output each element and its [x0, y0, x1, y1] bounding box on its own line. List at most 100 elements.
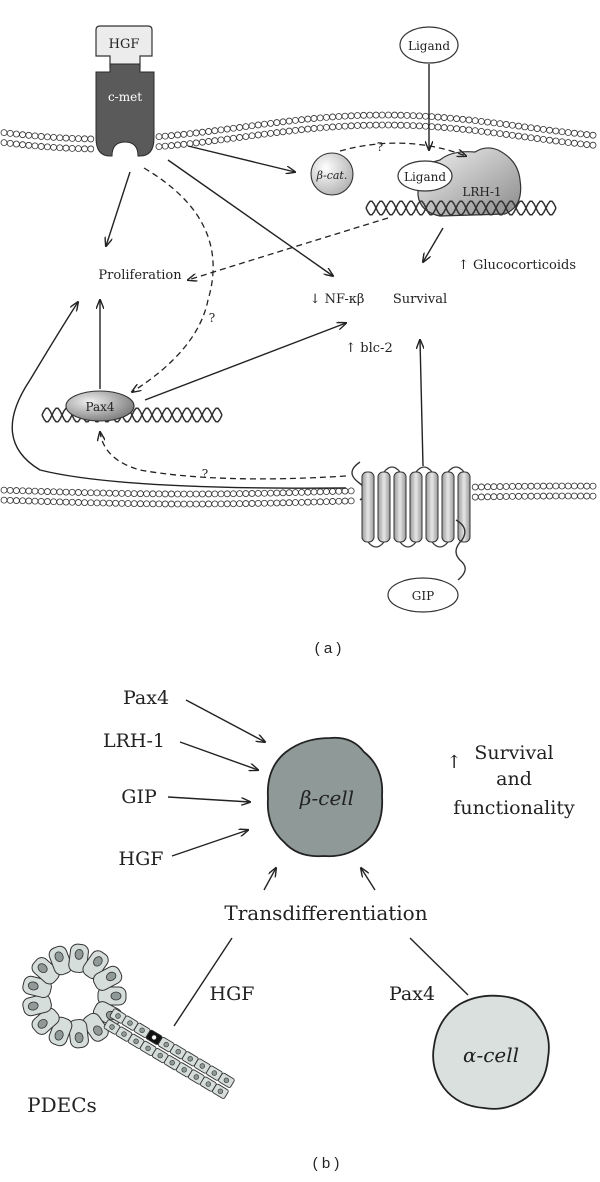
lipid-bead — [521, 482, 529, 490]
ductal-cell — [97, 986, 127, 1006]
arrow-gip-proliferation — [11, 302, 347, 489]
duct-cell — [212, 1083, 229, 1099]
lipid-bead — [236, 500, 244, 508]
arrow-bcat-lrh1-dashed — [339, 142, 466, 156]
lipid-bead — [540, 492, 547, 500]
lipid-bead — [106, 499, 113, 507]
bcat-label: β-cat. — [316, 169, 348, 182]
lipid-bead — [56, 144, 64, 152]
lipid-bead — [25, 131, 33, 139]
cell-nucleus — [217, 1088, 224, 1095]
lipid-bead — [211, 127, 219, 135]
lipid-bead — [192, 129, 200, 137]
lipid-bead — [298, 498, 306, 506]
lipid-bead — [415, 122, 423, 130]
duct-cell — [200, 1076, 217, 1092]
lipid-bead — [186, 140, 194, 148]
lipid-bead — [391, 121, 399, 129]
ligand-free: Ligand — [399, 26, 459, 64]
lipid-bead — [335, 113, 343, 120]
helix-loop — [399, 541, 417, 548]
duct-cell — [115, 1026, 133, 1042]
gip-label: GIP — [412, 589, 434, 603]
lipid-bead — [298, 488, 306, 496]
lipid-bead — [552, 127, 560, 135]
lipid-bead — [459, 115, 467, 123]
lipid-bead — [155, 143, 163, 151]
lipid-bead — [31, 487, 39, 495]
lipid-bead — [360, 111, 368, 119]
cell-nucleus — [121, 1031, 127, 1037]
cell-nucleus — [54, 1029, 64, 1041]
lipid-bead — [502, 121, 510, 128]
lipid-bead — [571, 482, 578, 490]
blc2-label: ↑ blc-2 — [345, 341, 392, 356]
lipid-bead — [186, 130, 194, 138]
lipid-bead — [174, 500, 182, 508]
question-mark: ? — [209, 311, 215, 325]
arrow-gip-beta — [167, 796, 250, 802]
lipid-bead — [558, 138, 566, 146]
cell-nucleus — [27, 1001, 39, 1011]
cell-nucleus — [193, 1074, 200, 1080]
lipid-bead — [6, 139, 14, 147]
pax4-factor: Pax4 — [65, 390, 135, 422]
lipid-bead — [347, 122, 355, 130]
effect-and-label: and — [496, 768, 532, 790]
gip-receptor: GIP — [351, 461, 471, 613]
lipid-bead — [12, 140, 20, 148]
lipid-bead — [540, 125, 547, 133]
lipid-bead — [589, 131, 597, 139]
lipid-bead — [477, 117, 485, 125]
lipid-bead — [329, 498, 337, 505]
lipid-bead — [118, 489, 126, 497]
cell-membrane-bottom — [0, 482, 597, 508]
dna-strand — [365, 200, 557, 216]
lipid-bead — [260, 489, 268, 497]
arrow-hgf-beta — [171, 830, 248, 857]
arrow-gip-pax4-dashed — [100, 432, 347, 480]
lipid-bead — [471, 483, 479, 491]
lipid-bead — [62, 488, 70, 496]
cmet-receptor: c-met — [95, 63, 155, 157]
lipid-bead — [180, 490, 188, 498]
question-mark: ? — [202, 467, 208, 481]
lipid-bead — [217, 136, 225, 144]
lipid-bead — [0, 496, 8, 504]
cell-nucleus — [109, 1024, 115, 1030]
lipid-bead — [477, 127, 485, 135]
transmembrane-helix — [361, 471, 375, 543]
lipid-bead — [242, 490, 250, 497]
lipid-bead — [118, 499, 126, 507]
helix-loop — [415, 466, 433, 473]
transmembrane-helix — [441, 471, 455, 543]
lipid-bead — [552, 482, 560, 490]
lipid-bead — [304, 125, 312, 133]
lipid-bead — [298, 126, 306, 134]
lipid-bead — [335, 497, 343, 505]
hgf-label: HGF — [109, 37, 140, 52]
lipid-bead — [267, 499, 275, 507]
lipid-bead — [397, 121, 405, 129]
lipid-bead — [75, 145, 82, 153]
lipid-bead — [434, 123, 442, 131]
lipid-bead — [446, 114, 454, 122]
lipid-bead — [75, 489, 82, 496]
lipid-bead — [19, 497, 27, 505]
lipid-bead — [347, 112, 355, 120]
lipid-bead — [540, 482, 547, 490]
beta-cell: β-cell — [266, 736, 384, 858]
transmembrane-helix — [457, 471, 471, 543]
beta-catenin: β-cat. — [310, 152, 354, 196]
lipid-bead — [372, 121, 380, 129]
lipid-bead — [149, 490, 157, 498]
lipid-bead — [186, 500, 194, 508]
lipid-bead — [254, 499, 262, 507]
input-label-pax4: Pax4 — [123, 687, 169, 709]
lipid-bead — [236, 490, 244, 498]
cell-nucleus — [151, 1034, 157, 1041]
lipid-bead — [223, 490, 231, 498]
lipid-bead — [502, 131, 510, 138]
lipid-bead — [167, 132, 175, 139]
lipid-bead — [347, 487, 355, 495]
